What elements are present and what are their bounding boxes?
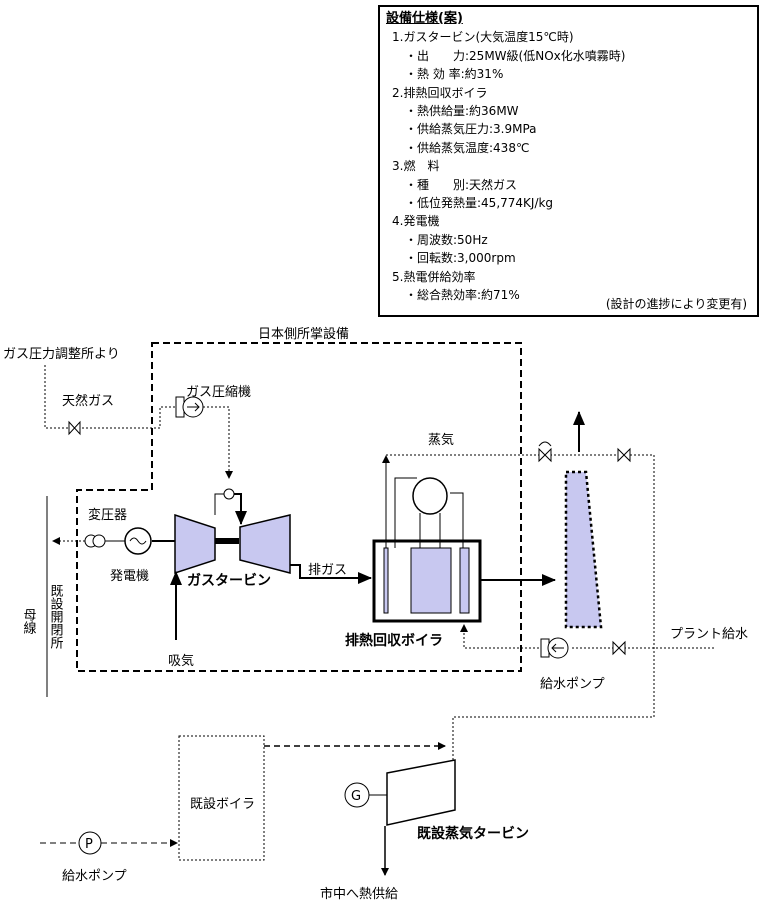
generator	[124, 527, 152, 555]
japan-scope-boundary	[76, 342, 522, 672]
heat-supply-label: 市中へ熱供給	[320, 886, 398, 902]
feedwater-valve	[612, 640, 626, 656]
spec-item: ・熱供給量:約36MW	[405, 104, 519, 119]
transformer	[84, 534, 106, 548]
exhaust-gas-line	[290, 564, 372, 584]
hrsg-feed-pump-label: 給水ポンプ	[540, 677, 605, 692]
gas-valve	[68, 420, 81, 436]
spec-heading: 5.熱電併給効率	[392, 269, 476, 284]
fuel-feed-line-2	[234, 493, 247, 525]
japan-scope-label: 日本側所掌設備	[258, 326, 349, 342]
exhaust-gas-label: 排ガス	[308, 563, 347, 578]
steam-valve	[617, 447, 631, 463]
hrsg-label: 排熱回収ボイラ	[345, 632, 443, 649]
gas-source-label: ガス圧力調整所より	[3, 347, 120, 362]
existing-pump-label: 給水ポンプ	[62, 869, 127, 884]
gas-turbine	[174, 513, 291, 575]
equipment-spec-box: 設備仕様(案) 1.ガスタービン(大気温度15℃時) ・出 力:25MW級(低N…	[378, 5, 759, 317]
spec-item: ・供給蒸気温度:438℃	[405, 140, 530, 155]
steam-label: 蒸気	[428, 432, 454, 448]
bus-label: 母線	[21, 608, 37, 634]
hrsg	[372, 462, 482, 623]
spec-heading: 2.排熱回収ボイラ	[392, 85, 488, 100]
spec-item: ・低位発熱量:45,774KJ/kg	[405, 196, 554, 211]
gas-compressor	[175, 396, 204, 418]
existing-steam-turbine	[386, 759, 456, 826]
steam-control-valve	[538, 441, 552, 463]
existing-boiler-label: 既設ボイラ	[190, 796, 255, 812]
transformer-label: 変圧器	[88, 507, 127, 523]
gas-compressor-label: ガス圧縮機	[186, 384, 251, 400]
spec-item: ・種 別:天然ガス	[405, 177, 518, 192]
spec-item: ・総合熱効率:約71%	[405, 288, 520, 303]
hrsg-feed-pump	[540, 637, 569, 659]
plant-feedwater-label: プラント給水	[670, 627, 748, 642]
feedwater-to-hrsg	[460, 624, 539, 649]
spec-item: ・熱 効 率:約31%	[405, 67, 504, 82]
fuel-feed-line	[214, 493, 224, 515]
spec-heading: 1.ガスタービン(大気温度15℃時)	[392, 30, 574, 45]
natural-gas-line	[44, 365, 178, 429]
generator-label: 発電機	[110, 569, 149, 584]
spec-heading: 4.発電機	[392, 214, 440, 229]
spec-note: (設計の進捗により変更有)	[605, 296, 747, 311]
existing-switchyard-label: 既設開閉所	[48, 584, 64, 649]
spec-item: ・出 力:25MW級(低NOx化水噴霧時)	[405, 48, 626, 63]
existing-pump-symbol: P	[85, 837, 93, 852]
steam-turbine-generator	[344, 782, 370, 808]
spec-item: ・周波数:50Hz	[405, 232, 488, 247]
compressor-to-turbine-line	[203, 406, 233, 479]
air-intake-label: 吸気	[168, 653, 194, 669]
spec-item: ・供給蒸気圧力:3.9MPa	[405, 122, 537, 137]
fuel-nozzle	[223, 488, 235, 500]
natural-gas-label: 天然ガス	[62, 393, 114, 409]
spec-title: 設備仕様(案)	[386, 11, 463, 26]
steam-turbine-generator-symbol: G	[351, 789, 361, 804]
exhaust-stack	[564, 411, 603, 629]
gas-turbine-label: ガスタービン	[187, 573, 271, 589]
spec-item: ・回転数:3,000rpm	[405, 251, 516, 266]
spec-heading: 3.燃 料	[392, 159, 440, 174]
existing-boiler	[178, 735, 265, 861]
existing-steam-turbine-label: 既設蒸気タービン	[417, 825, 529, 842]
